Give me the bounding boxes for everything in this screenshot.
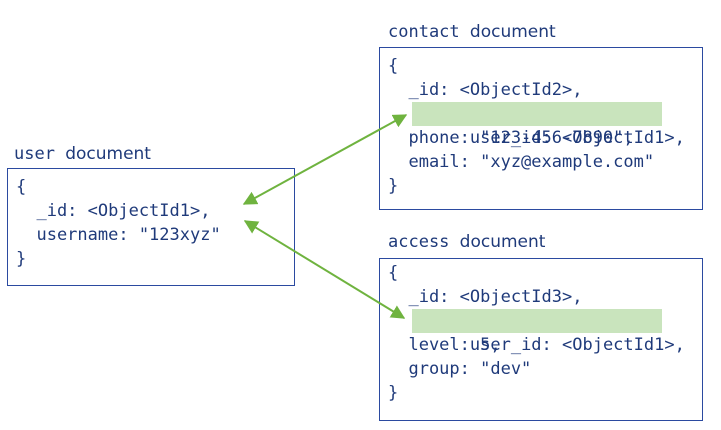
- access-to-user-arrow: [243, 220, 406, 319]
- user-line-close-brace: }: [16, 249, 27, 269]
- user-document-title: user document: [14, 144, 151, 164]
- contact-document-label: document: [469, 22, 556, 42]
- user-line-open-brace: {: [16, 177, 27, 197]
- access-document-label: document: [459, 232, 546, 252]
- contact-collection-name: contact: [388, 22, 460, 42]
- contact-line-user-id: user_id: <ObjectId1>,: [412, 102, 685, 148]
- access-line-close-brace: }: [388, 383, 399, 403]
- user-document-box: { _id: <ObjectId1>, username: "123xyz" }: [7, 168, 295, 286]
- access-line-user-id: user_id: <ObjectId1>,: [412, 309, 685, 355]
- contact-line-open-brace: {: [388, 56, 399, 76]
- access-line-id: _id: <ObjectId3>,: [388, 287, 583, 307]
- contact-line-phone: phone: "123-456-7890",: [388, 128, 634, 148]
- contact-line-id: _id: <ObjectId2>,: [388, 80, 583, 100]
- user-line-username: username: "123xyz": [16, 225, 221, 245]
- access-line-level: level: 5,: [388, 335, 501, 355]
- contact-line-email: email: "xyz@example.com": [388, 152, 655, 172]
- contact-document-box: { _id: <ObjectId2>, user_id: <ObjectId1>…: [379, 47, 703, 210]
- contact-to-user-arrow: [242, 114, 408, 205]
- user-line-id: _id: <ObjectId1>,: [16, 201, 211, 221]
- contact-document-title: contact document: [388, 22, 556, 42]
- user-collection-name: user: [14, 144, 55, 164]
- access-document-box: { _id: <ObjectId3>, user_id: <ObjectId1>…: [379, 258, 703, 421]
- contact-user-id-reference: user_id: <ObjectId1>,: [449, 128, 685, 148]
- user-document-label: document: [65, 144, 151, 164]
- access-user-id-reference: user_id: <ObjectId1>,: [449, 335, 685, 355]
- access-line-group: group: "dev": [388, 359, 532, 379]
